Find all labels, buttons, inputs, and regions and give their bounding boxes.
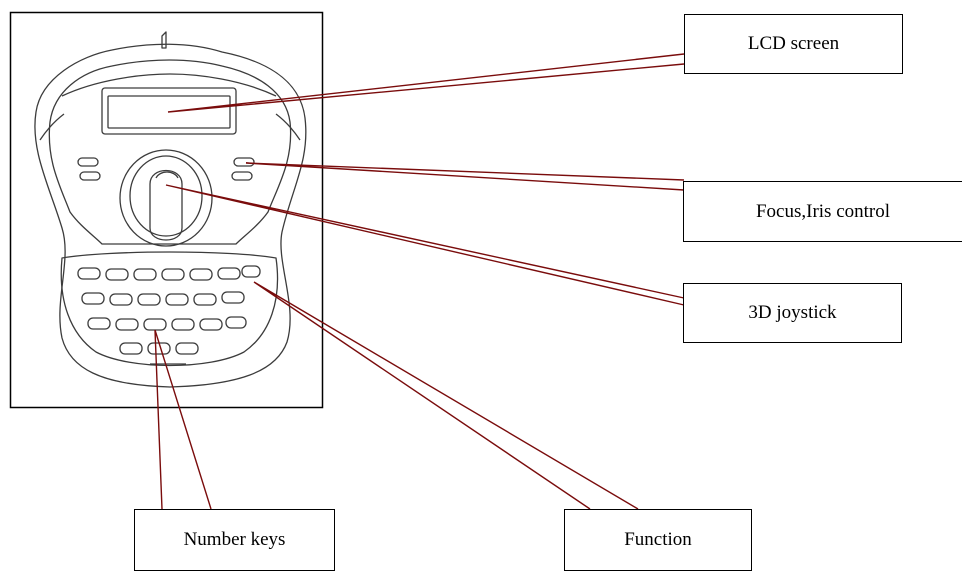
leader-number-keys — [154, 329, 212, 510]
keypad-keys — [77, 265, 261, 355]
lcd-panel — [101, 87, 237, 135]
leader-focus — [245, 162, 685, 191]
leader-lines — [154, 53, 685, 510]
leader-function — [253, 281, 639, 510]
label-focus-iris-control: Focus,Iris control — [683, 181, 962, 242]
label-lcd-screen: LCD screen — [684, 14, 903, 74]
left-button-bottom — [79, 171, 101, 181]
label-3d-joystick: 3D joystick — [683, 283, 902, 343]
left-button-top — [77, 157, 99, 167]
joystick-ring — [129, 155, 203, 237]
cable — [161, 31, 167, 49]
joystick-handle — [149, 170, 183, 241]
label-number-keys: Number keys — [134, 509, 335, 571]
device-body-outer — [34, 43, 307, 388]
upper-ridge-right — [275, 113, 301, 141]
label-function: Function — [564, 509, 752, 571]
right-button-top — [233, 157, 255, 167]
joystick-handle-top — [155, 171, 179, 179]
device-body-inner — [48, 59, 292, 245]
joystick-well — [119, 149, 213, 247]
leader-joystick — [165, 184, 685, 306]
keyboard-controller-drawing — [34, 31, 307, 388]
lcd-display — [107, 95, 231, 129]
keypad-area — [60, 251, 279, 367]
upper-ridge-left — [39, 113, 65, 141]
upper-bezel — [61, 73, 277, 97]
right-button-bottom — [231, 171, 253, 181]
leader-lcd — [167, 53, 685, 113]
